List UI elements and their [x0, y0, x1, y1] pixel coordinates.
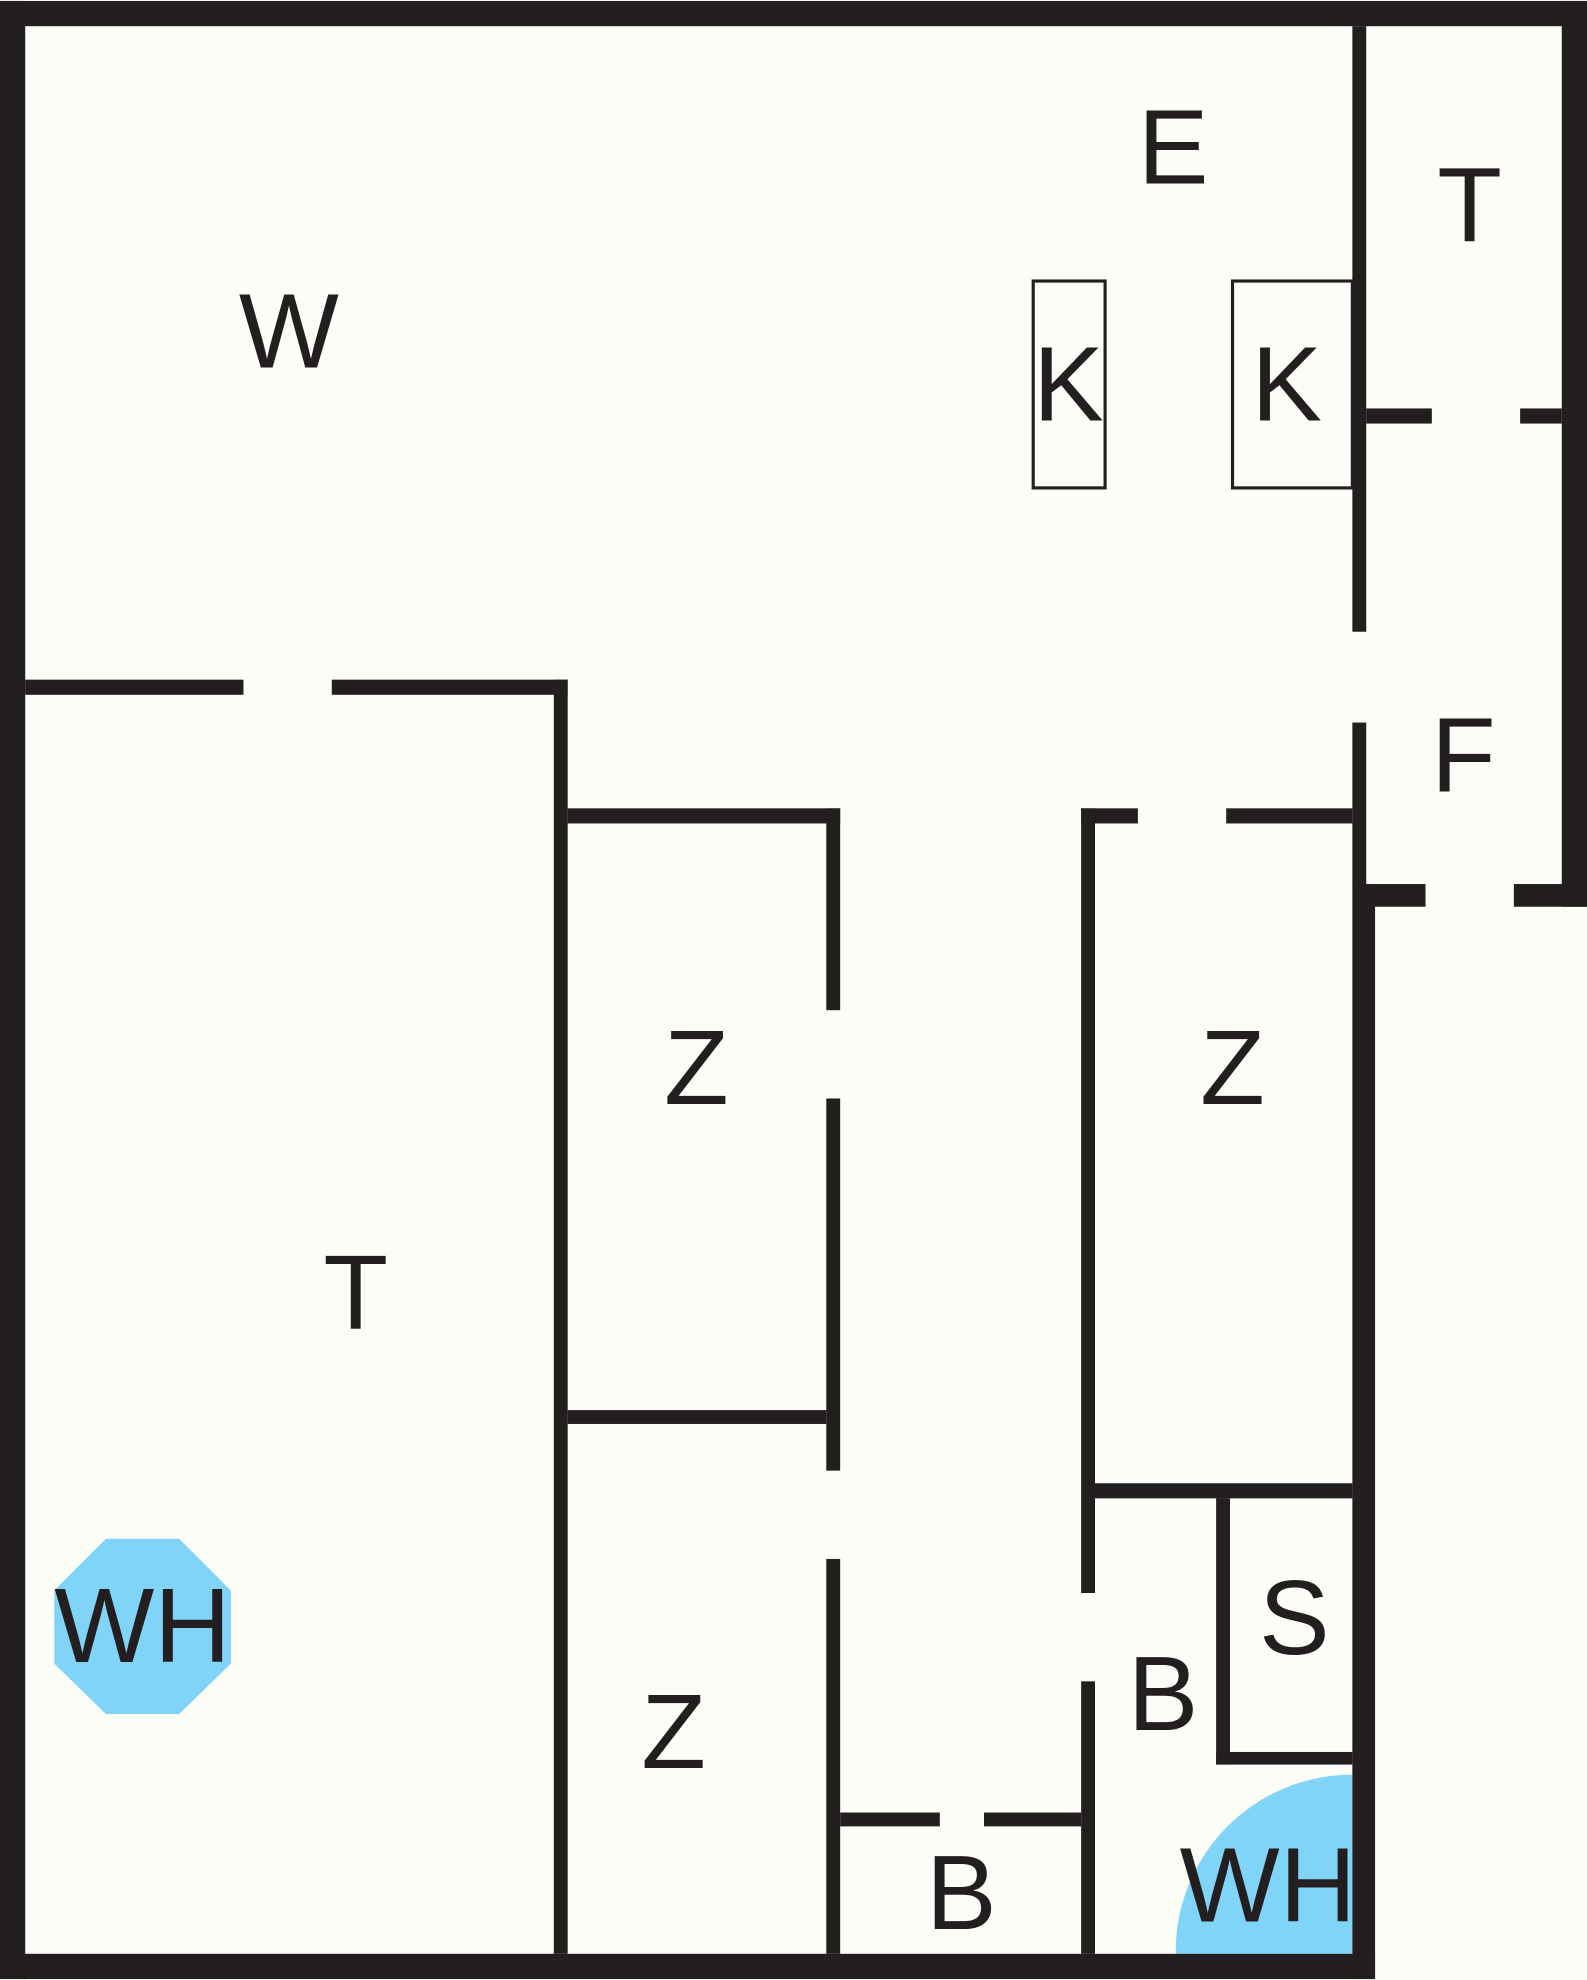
water-heater-left-shape — [54, 1538, 231, 1715]
kitchen-unit-2-label: K — [1251, 325, 1322, 443]
room-label-bedroom-2: Z — [641, 1673, 706, 1791]
room-label-kitchen: E — [1138, 88, 1209, 206]
room-label-living: W — [239, 272, 339, 390]
room-label-bath-small: B — [926, 1834, 997, 1952]
room-label-bedroom-1: Z — [664, 1009, 729, 1127]
room-label-bedroom-3: Z — [1200, 1009, 1265, 1127]
room-label-shower: S — [1259, 1559, 1330, 1677]
room-label-hall: F — [1431, 696, 1496, 814]
room-label-large-room: T — [323, 1234, 388, 1352]
kitchen-unit-1-label: K — [1033, 325, 1104, 443]
room-label-toilet: T — [1437, 146, 1502, 264]
water-heater-left-label: WH — [54, 1567, 231, 1685]
kitchen-unit-2 — [1230, 279, 1354, 490]
water-heater-right-label: WH — [1180, 1827, 1357, 1945]
room-label-bath: B — [1128, 1635, 1199, 1753]
kitchen-unit-1 — [1031, 279, 1107, 490]
water-heater-right-shape — [1175, 1774, 1353, 1954]
